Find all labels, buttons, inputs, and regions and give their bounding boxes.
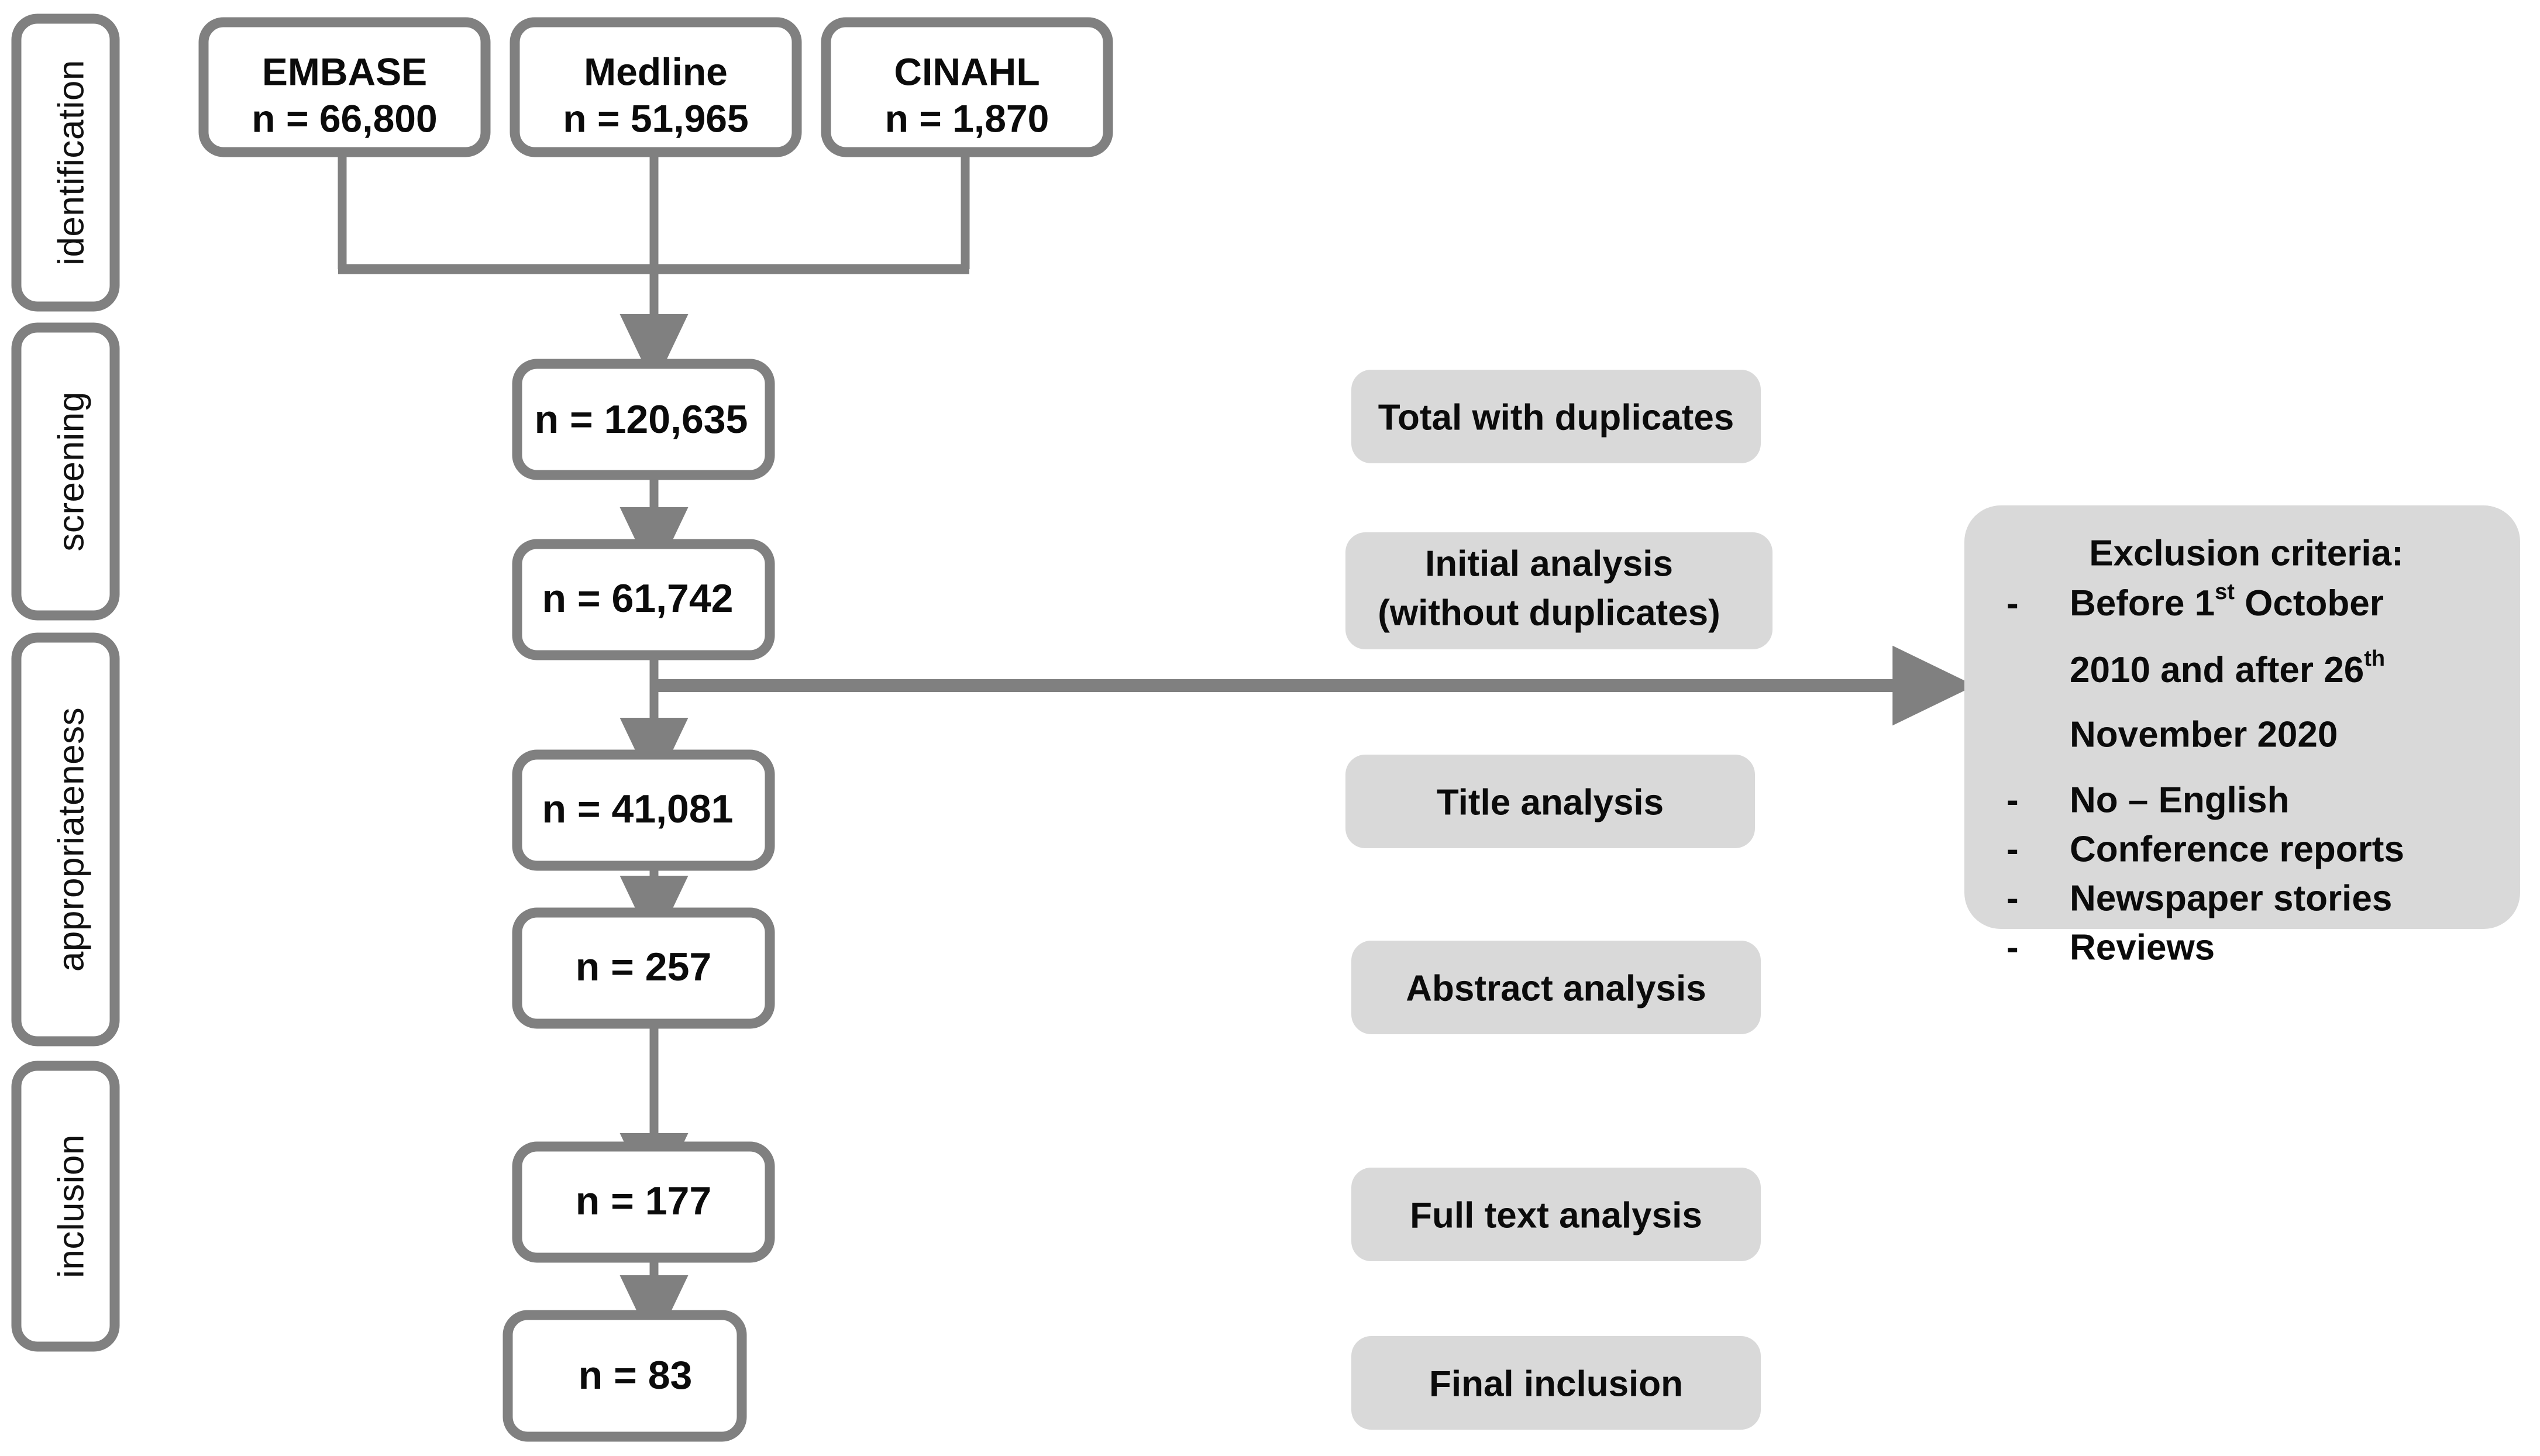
annotation-label-line2: (without duplicates) — [1378, 593, 1720, 633]
stage-label-text: identification — [51, 60, 91, 266]
exclusion-bullet-icon: - — [2006, 583, 2019, 624]
stage-label-text: inclusion — [51, 1134, 91, 1278]
exclusion-item-line2: 2010 and after 26th — [2070, 646, 2385, 690]
exclusion-item-part: 2010 and after 26 — [2070, 650, 2364, 690]
annotation-total-with-duplicates: Total with duplicates — [1351, 370, 1761, 463]
annotation-title-analysis: Title analysis — [1345, 755, 1755, 848]
stage-label-appropriateness: appropriateness — [11, 632, 120, 1047]
source-box-cinahl[interactable]: CINAHL n = 1,870 — [821, 17, 1113, 157]
stage-label-text: appropriateness — [51, 707, 91, 972]
annotation-initial-analysis: Initial analysis (without duplicates) — [1345, 532, 1773, 649]
source-name: Medline — [584, 50, 728, 93]
flow-node-count: n = 257 — [576, 945, 712, 989]
annotation-label: Total with duplicates — [1378, 397, 1734, 438]
source-name: CINAHL — [894, 50, 1040, 93]
source-box-medline[interactable]: Medline n = 51,965 — [510, 17, 802, 157]
annotation-abstract-analysis: Abstract analysis — [1351, 941, 1761, 1034]
flow-node-initial-analysis[interactable]: n = 61,742 — [512, 539, 775, 660]
exclusion-bullet-icon: - — [2006, 878, 2019, 918]
flow-node-count: n = 177 — [576, 1179, 712, 1223]
connector-source-merge — [338, 151, 970, 387]
stage-label-identification: identification — [11, 13, 120, 312]
annotation-label: Title analysis — [1437, 782, 1664, 822]
flow-node-title-analysis[interactable]: n = 41,081 — [512, 749, 775, 871]
source-count: n = 51,965 — [563, 97, 748, 140]
flow-node-count: n = 41,081 — [542, 787, 733, 831]
flow-node-count: n = 61,742 — [542, 576, 733, 621]
exclusion-item-part: Before 1 — [2070, 583, 2215, 624]
exclusion-item-label: Conference reports — [2070, 829, 2404, 869]
exclusion-item-label: No – English — [2070, 780, 2289, 820]
exclusion-heading: Exclusion criteria: — [2089, 533, 2404, 573]
exclusion-bullet-icon: - — [2006, 829, 2019, 869]
exclusion-item-line3: November 2020 — [2070, 714, 2338, 755]
flow-node-count: n = 83 — [579, 1353, 693, 1398]
flow-node-full-text-analysis[interactable]: n = 177 — [512, 1141, 775, 1263]
annotation-label: Full text analysis — [1410, 1195, 1702, 1235]
stage-label-text: screening — [51, 391, 91, 551]
flow-node-abstract-analysis[interactable]: n = 257 — [512, 907, 775, 1029]
exclusion-item-label: Reviews — [2070, 927, 2215, 968]
source-name: EMBASE — [262, 50, 427, 93]
source-count: n = 1,870 — [885, 97, 1049, 140]
stage-label-inclusion: inclusion — [11, 1061, 120, 1352]
flow-node-total-with-duplicates[interactable]: n = 120,635 — [512, 359, 775, 480]
source-count: n = 66,800 — [252, 97, 437, 140]
source-box-embase[interactable]: EMBASE n = 66,800 — [198, 17, 491, 157]
exclusion-item-line1: Before 1st October — [2070, 580, 2384, 624]
annotation-label-line1: Initial analysis — [1425, 543, 1673, 584]
flow-node-count: n = 120,635 — [535, 397, 748, 442]
exclusion-criteria-panel: Exclusion criteria: - Before 1st October… — [1964, 505, 2520, 968]
stage-label-screening: screening — [11, 322, 120, 621]
flow-node-final-inclusion[interactable]: n = 83 — [503, 1310, 747, 1442]
annotation-full-text-analysis: Full text analysis — [1351, 1168, 1761, 1261]
exclusion-item-superscript: th — [2364, 646, 2385, 671]
annotation-label: Final inclusion — [1429, 1364, 1683, 1404]
annotation-label: Abstract analysis — [1406, 968, 1706, 1008]
exclusion-item-superscript: st — [2215, 580, 2235, 604]
annotation-final-inclusion: Final inclusion — [1351, 1336, 1761, 1430]
exclusion-bullet-icon: - — [2006, 780, 2019, 820]
exclusion-item-label: Newspaper stories — [2070, 878, 2392, 918]
exclusion-item-part: October — [2235, 583, 2384, 624]
exclusion-bullet-icon: - — [2006, 927, 2019, 968]
